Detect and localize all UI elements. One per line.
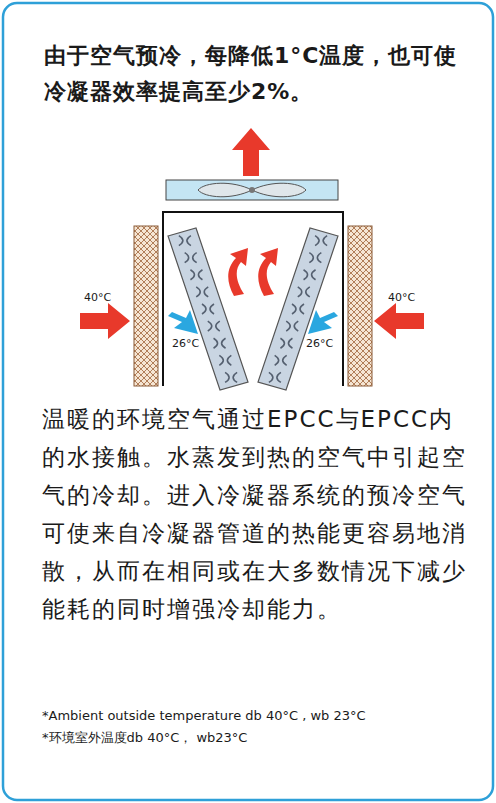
- coil-tube: [202, 304, 206, 314]
- coil-tube: [185, 253, 189, 263]
- coil-tube: [309, 253, 313, 263]
- coil-tube: [306, 287, 310, 297]
- card-border: [3, 3, 493, 800]
- coil-tube: [190, 270, 194, 280]
- coil-tube: [277, 372, 281, 382]
- coil-tube: [323, 236, 327, 246]
- temperature-label: 40°C: [388, 291, 415, 305]
- coil-tube: [210, 304, 214, 314]
- cooled-air-arrow: [308, 310, 338, 334]
- coil-tube: [204, 287, 208, 297]
- coil-tube: [216, 321, 220, 331]
- coil-tube: [214, 338, 218, 348]
- footnote: *Ambient outside temperature db 40°C , w…: [42, 708, 482, 725]
- temperature-label: 26°C: [172, 337, 199, 351]
- coil-tube: [315, 236, 319, 246]
- temperature-label: 40°C: [84, 291, 111, 305]
- coil-tube: [193, 253, 197, 263]
- exhaust-arrow: [232, 128, 270, 176]
- coil-tube: [280, 338, 284, 348]
- coil-tube: [286, 321, 290, 331]
- temperature-label: 26°C: [306, 337, 333, 351]
- coil-tube: [219, 355, 223, 365]
- coil-tube: [187, 236, 191, 246]
- coil-tube: [317, 253, 321, 263]
- cooling-pad: [348, 226, 372, 386]
- condenser-coil: [168, 228, 248, 390]
- inlet-arrow: [80, 303, 130, 339]
- cooled-air-arrow: [168, 310, 198, 334]
- fan: [166, 180, 338, 200]
- coil-tube: [288, 338, 292, 348]
- coil-tube: [227, 355, 231, 365]
- cooling-pad: [134, 226, 158, 386]
- coil-tube: [196, 287, 200, 297]
- coil-tube: [275, 355, 279, 365]
- coil-tube: [225, 372, 229, 382]
- coil-tube: [312, 270, 316, 280]
- inlet-arrow: [374, 303, 424, 339]
- coil-tube: [300, 304, 304, 314]
- footnote: *环境室外温度db 40°C， wb23°C: [42, 730, 482, 747]
- coil-tube: [298, 287, 302, 297]
- condenser-coil: [258, 228, 338, 390]
- body-text: 温暖的环境空气通过EPCC与EPCC内的水接触。水蒸发到热的空气中引起空气的冷却…: [42, 400, 472, 628]
- coil-tube: [269, 372, 273, 382]
- title: 由于空气预冷，每降低1°C温度，也可使冷凝器效率提高至少2%。: [44, 38, 464, 110]
- coil-tube: [304, 270, 308, 280]
- coil-tube: [294, 321, 298, 331]
- coil-tube: [292, 304, 296, 314]
- coil-tube: [233, 372, 237, 382]
- coil-tube: [208, 321, 212, 331]
- coil-tube: [198, 270, 202, 280]
- coil-tubes: [179, 236, 327, 383]
- warm-air-arrow: [258, 248, 278, 296]
- coil-tube: [283, 355, 287, 365]
- warm-air-arrow: [228, 248, 248, 296]
- coil-tube: [179, 236, 183, 246]
- coil-tube: [222, 338, 226, 348]
